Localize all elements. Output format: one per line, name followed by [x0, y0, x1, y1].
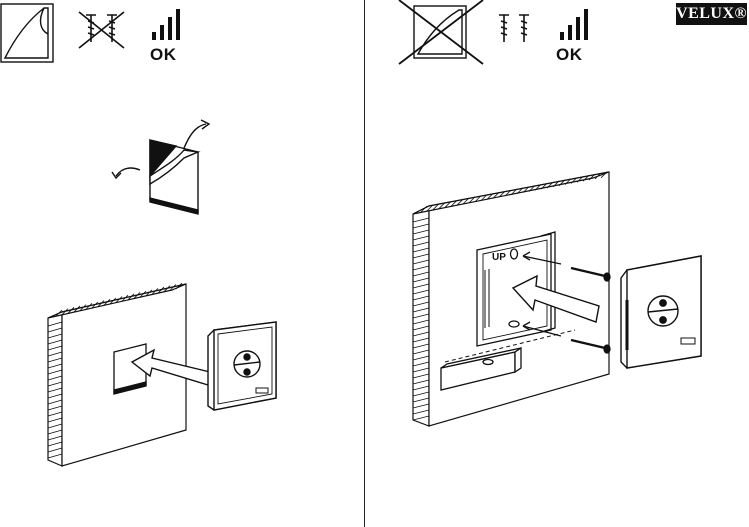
adhesive-pad-icon	[1, 4, 53, 62]
signal-strength-icon	[152, 9, 180, 40]
wall-switch-device-right	[621, 256, 701, 368]
right-panel-screw-mounting: OK UP	[365, 0, 749, 527]
screws-icon	[499, 15, 529, 42]
screws-crossed-out-icon	[79, 12, 124, 48]
left-panel-illustration	[0, 0, 364, 527]
signal-ok-label-right: OK	[556, 45, 583, 65]
bracket-up-label: UP	[492, 252, 506, 263]
left-panel-adhesive-mounting: OK	[0, 0, 364, 527]
peeling-adhesive-pad-illustration	[112, 120, 209, 214]
adhesive-pad-crossed-out-icon	[399, 0, 483, 64]
signal-ok-label: OK	[150, 45, 177, 65]
wall-switch-device	[208, 322, 276, 410]
right-panel-illustration	[365, 0, 749, 527]
signal-strength-icon-right	[560, 9, 588, 40]
